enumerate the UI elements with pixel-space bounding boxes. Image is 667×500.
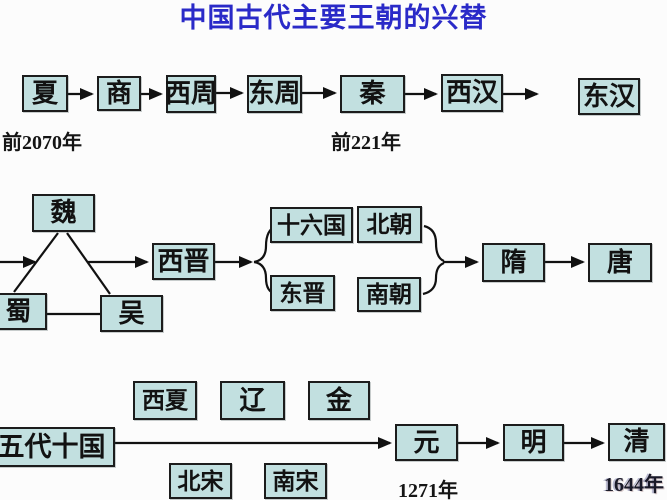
box-sixteen-kingdoms: 十六国 <box>270 207 353 243</box>
line-wei-shu <box>13 232 59 293</box>
box-southern-dynasties: 南朝 <box>357 277 421 312</box>
box-tang-dynasty: 唐 <box>588 243 652 282</box>
box-northern-dynasties: 北朝 <box>357 206 422 243</box>
box-wu: 吴 <box>100 295 163 332</box>
box-southern-song: 南宋 <box>264 463 327 499</box>
box-northern-song: 北宋 <box>169 463 232 499</box>
box-wei: 魏 <box>32 194 95 232</box>
box-eastern-han: 东汉 <box>578 78 640 115</box>
box-five-dynasties-ten-kingdoms: 五代十国 <box>0 427 115 467</box>
box-eastern-zhou: 东周 <box>247 75 302 113</box>
box-shu: 蜀 <box>0 293 47 330</box>
box-yuan-dynasty: 元 <box>395 424 458 461</box>
box-eastern-jin: 东晋 <box>270 275 335 311</box>
diagram-title: 中国古代主要王朝的兴替 <box>179 3 488 33</box>
box-shang-dynasty: 商 <box>97 76 141 111</box>
box-liao: 辽 <box>220 381 285 420</box>
box-ming-dynasty: 明 <box>503 424 564 461</box>
merge-branch-up <box>423 224 445 263</box>
year-qing-start: 1644年 <box>604 474 664 496</box>
year-qin-start: 前221年 <box>331 132 401 154</box>
box-western-han: 西汉 <box>441 74 503 112</box>
box-qin-dynasty: 秦 <box>340 75 405 113</box>
year-xia-start: 前2070年 <box>2 132 82 154</box>
box-xia-dynasty: 夏 <box>22 75 68 112</box>
box-western-zhou: 西周 <box>165 75 217 113</box>
box-western-xia: 西夏 <box>133 381 197 420</box>
year-yuan-start: 1271年 <box>398 480 458 500</box>
merge-branch-down <box>422 261 445 296</box>
box-qing-dynasty: 清 <box>608 423 665 461</box>
box-jin-state: 金 <box>308 381 370 420</box>
box-sui-dynasty: 隋 <box>482 243 545 282</box>
box-western-jin: 西晋 <box>152 243 215 280</box>
line-wei-wu <box>66 232 111 295</box>
